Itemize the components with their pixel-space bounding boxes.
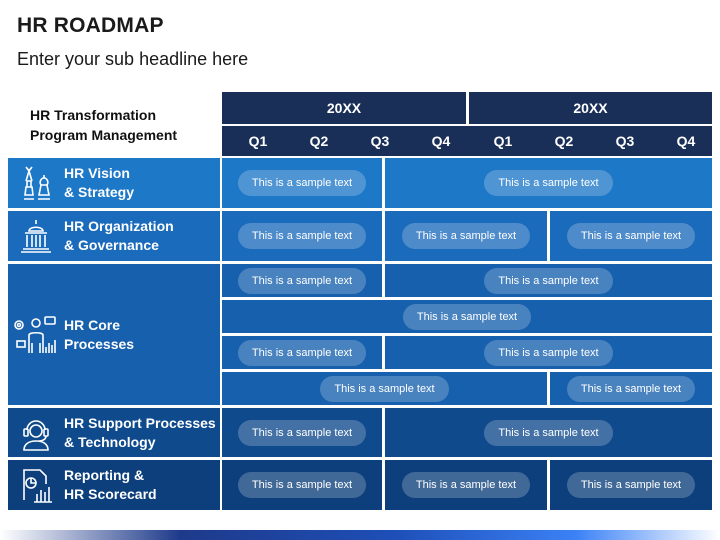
row4-cell-2: This is a sample text	[385, 408, 712, 457]
cell-text: This is a sample text	[484, 339, 613, 366]
footer-gradient-bar	[0, 530, 720, 540]
report-document-chart-icon	[8, 460, 64, 510]
year-header-1: 20XX	[222, 92, 466, 124]
quarter-q1: Q1	[248, 133, 268, 149]
row3-cell-2: This is a sample text	[385, 264, 712, 297]
cell-text: This is a sample text	[237, 170, 367, 196]
row5-cell-3: This is a sample text	[550, 460, 712, 510]
corner-label: HR Transformation Program Management	[30, 107, 178, 143]
quarter-q3: Q3	[615, 133, 635, 149]
cell-text: This is a sample text	[237, 419, 367, 446]
row-label-hr-vision: HR Vision & Strategy	[8, 158, 220, 208]
row2-cell-3: This is a sample text	[550, 211, 712, 261]
row5-cell-2: This is a sample text	[385, 460, 547, 510]
quarter-q2: Q2	[554, 133, 574, 149]
page-title: HR ROADMAP	[17, 14, 164, 37]
cell-text: This is a sample text	[566, 472, 696, 498]
cell-text: This is a sample text	[237, 472, 367, 498]
cell-text: This is a sample text	[566, 223, 696, 249]
row1-cell-2: This is a sample text	[385, 158, 712, 208]
cell-text: This is a sample text	[237, 267, 367, 294]
quarter-q2: Q2	[309, 133, 329, 149]
chess-pieces-icon	[8, 158, 64, 208]
page-subtitle: Enter your sub headline here	[17, 49, 249, 69]
row3-cell-5: This is a sample text	[385, 336, 712, 369]
row3-cell-7: This is a sample text	[550, 372, 712, 405]
row-label-hr-support: HR Support Processes & Technology	[8, 408, 220, 457]
row1-cell-1: This is a sample text	[222, 158, 382, 208]
row5-cell-1: This is a sample text	[222, 460, 382, 510]
quarter-q1: Q1	[493, 133, 513, 149]
row-label-hr-organization: HR Organization & Governance	[8, 211, 220, 261]
cell-text: This is a sample text	[402, 303, 532, 330]
government-building-icon	[8, 211, 64, 261]
row3-cell-1: This is a sample text	[222, 264, 382, 297]
row2-cell-2: This is a sample text	[385, 211, 547, 261]
cell-text: This is a sample text	[401, 223, 531, 249]
quarter-q4: Q4	[676, 133, 696, 149]
quarter-q4: Q4	[431, 133, 451, 149]
cell-text: This is a sample text	[237, 223, 367, 249]
support-agent-headset-icon	[8, 408, 64, 457]
cell-text: This is a sample text	[484, 419, 613, 446]
person-with-charts-icon	[8, 264, 64, 405]
quarter-q3: Q3	[370, 133, 390, 149]
row4-cell-1: This is a sample text	[222, 408, 382, 457]
row-label-reporting: Reporting & HR Scorecard	[8, 460, 220, 510]
row3-cell-4: This is a sample text	[222, 336, 382, 369]
cell-text: This is a sample text	[320, 375, 449, 402]
row2-cell-1: This is a sample text	[222, 211, 382, 261]
cell-text: This is a sample text	[484, 267, 613, 294]
cell-text: This is a sample text	[401, 472, 531, 498]
cell-text: This is a sample text	[566, 375, 696, 402]
row-label-hr-core: HR Core Processes	[8, 264, 220, 405]
year-header-2: 20XX	[469, 92, 712, 124]
row3-cell-6: This is a sample text	[222, 372, 547, 405]
cell-text: This is a sample text	[484, 170, 613, 196]
cell-text: This is a sample text	[237, 339, 367, 366]
quarter-header-bar	[222, 126, 712, 156]
row3-cell-3: This is a sample text	[222, 300, 712, 333]
